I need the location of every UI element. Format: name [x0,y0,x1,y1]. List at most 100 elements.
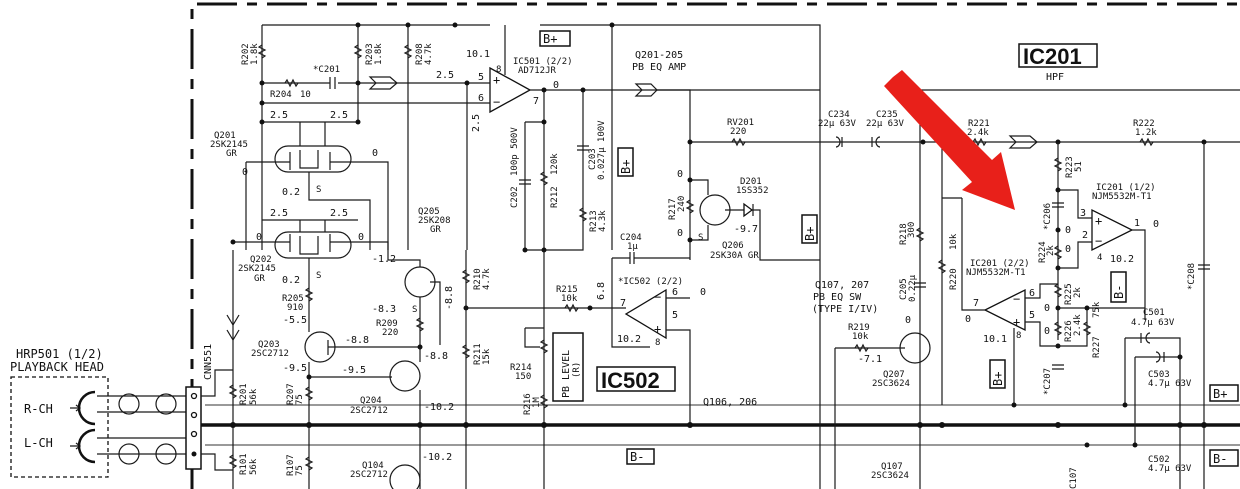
opamp-ic201-b: − + 7 6 5 8 0 10.1 0 0 IC201 (2/2) NJM55… [961,198,1058,405]
svg-text:2.5: 2.5 [270,208,288,219]
l-ch-label: L-CH [24,436,53,450]
board-boundary [190,2,1240,489]
svg-text:10.1: 10.1 [983,334,1007,345]
svg-text:+: + [1095,214,1102,228]
diode-d201: D201 1SS352 -9.7 [734,177,769,235]
svg-text:-1.2: -1.2 [372,254,396,265]
opamp-ic501: + − 5 6 7 8 10.1 2.5 2.5 0 IC501 (2/2) A… [436,25,820,250]
connector-label: CNN551 [203,344,214,380]
svg-text:Q204: Q204 [360,396,382,406]
head-title: HRP501 (1/2) [16,347,103,361]
supply-b-plus-mid: B+ [617,147,634,177]
svg-text:4.7µ 63V: 4.7µ 63V [1148,379,1192,389]
svg-text:0.2: 0.2 [282,187,300,198]
svg-text:S: S [412,305,417,315]
resistor-r207: R207 75 [286,383,314,405]
svg-text:B+: B+ [543,32,557,46]
svg-text:1: 1 [1134,218,1140,229]
svg-text:1M: 1M [532,397,542,408]
svg-text:IC501 (2/2): IC501 (2/2) [513,57,573,67]
svg-text:220: 220 [382,328,398,338]
resistor-r212: R212 120k [539,153,560,208]
transistor-q107-ref: Q107 [881,462,903,472]
svg-text:IC502: IC502 [601,368,660,393]
svg-text:IC201 (2/2): IC201 (2/2) [970,259,1030,269]
svg-text:4.3k: 4.3k [598,210,608,232]
svg-text:R101: R101 [239,453,249,475]
svg-text:B-: B- [1112,285,1126,299]
supply-b-plus-right: B+ [801,214,818,244]
section-pb-eq-sw: Q107, 207 [815,280,869,291]
svg-text:2: 2 [1082,230,1088,241]
svg-text:*C208: *C208 [1187,263,1197,290]
svg-text:R202: R202 [241,43,251,65]
svg-text:0: 0 [905,315,911,326]
svg-text:C203: C203 [588,148,598,170]
svg-text:GR: GR [254,274,265,284]
svg-text:56k: 56k [249,388,259,405]
svg-text:1.2k: 1.2k [1135,128,1157,138]
svg-text:-7.1: -7.1 [858,354,882,365]
capacitor-c204: C204 1µ [611,233,690,308]
annotation-arrow [884,70,1015,210]
signal-arrow-icon [634,83,658,97]
svg-text:B+: B+ [1213,387,1227,401]
svg-text:7: 7 [620,298,626,309]
svg-text:Q201: Q201 [214,131,236,141]
svg-text:-9.5: -9.5 [342,365,366,376]
resistor-r201: R201 56k [228,383,259,405]
resistor-r223: R223 51 [1053,142,1084,340]
svg-text:-5.5: -5.5 [283,315,307,326]
svg-text:R207: R207 [286,383,296,405]
svg-text:2k: 2k [1073,287,1083,298]
supply-b-minus-ic201: B- [1110,271,1127,303]
svg-text:10.2: 10.2 [1110,254,1134,265]
title-ic201: IC201 HPF [1018,43,1098,83]
svg-text:7: 7 [973,298,979,309]
svg-text:PB EQ AMP: PB EQ AMP [632,62,686,73]
svg-text:IC201 (1/2): IC201 (1/2) [1096,183,1156,193]
capacitor-c208: *C208 [1187,142,1210,489]
svg-text:2SK2145: 2SK2145 [238,264,276,274]
svg-text:6: 6 [672,287,678,298]
svg-text:2.4k: 2.4k [1073,314,1083,336]
svg-text:S: S [316,185,321,195]
resistor-r213: R213 4.3k [578,207,608,232]
svg-text:Q203: Q203 [258,340,280,350]
svg-text:*C206: *C206 [1043,203,1053,230]
svg-text:2.5: 2.5 [436,70,454,81]
resistor-r214: R216 1M [523,393,549,415]
svg-text:R201: R201 [239,383,249,405]
svg-text:C503: C503 [1148,370,1170,380]
svg-text:220: 220 [730,127,746,137]
svg-text:(TYPE I/IV): (TYPE I/IV) [812,304,878,315]
svg-text:6.8: 6.8 [596,282,607,300]
svg-text:5: 5 [1029,310,1035,321]
svg-text:2.4k: 2.4k [967,128,989,138]
transistor-q207: R219 10k 0 -7.1 Q207 2SC3624 [835,315,931,389]
svg-text:*C201: *C201 [313,65,340,75]
svg-text:8: 8 [1016,331,1021,341]
svg-text:NJM5532M-T1: NJM5532M-T1 [1092,192,1152,202]
svg-text:C501: C501 [1143,308,1165,318]
svg-text:10.2: 10.2 [617,334,641,345]
title-ic502: IC502 [596,366,676,393]
svg-text:RV201: RV201 [727,118,754,128]
transistor-q104: -10.2 Q104 2SC2712 [350,452,452,489]
transistor-q205: Q205 2SK208 GR -1.2 -8.3 -8.8 S [372,207,455,350]
svg-text:10k: 10k [561,294,578,304]
svg-text:PB EQ SW: PB EQ SW [813,292,862,303]
resistor-r204: R204 10 [270,78,311,100]
svg-text:R216: R216 [523,393,533,415]
svg-text:15k: 15k [482,348,492,365]
resistor-r211: R211 15k [461,343,492,365]
svg-text:4.7µ 63V: 4.7µ 63V [1131,318,1175,328]
svg-text:4.7k: 4.7k [424,43,434,65]
svg-text:240: 240 [677,196,687,212]
supply-b-plus-top: B+ [539,30,571,47]
capacitor-c201: *C201 [313,65,340,89]
svg-text:HPF: HPF [1046,72,1064,83]
svg-text:R203: R203 [365,43,375,65]
svg-text:0.22µ: 0.22µ [908,274,918,302]
capacitor-c235: C235 22µ 63V [866,110,905,148]
